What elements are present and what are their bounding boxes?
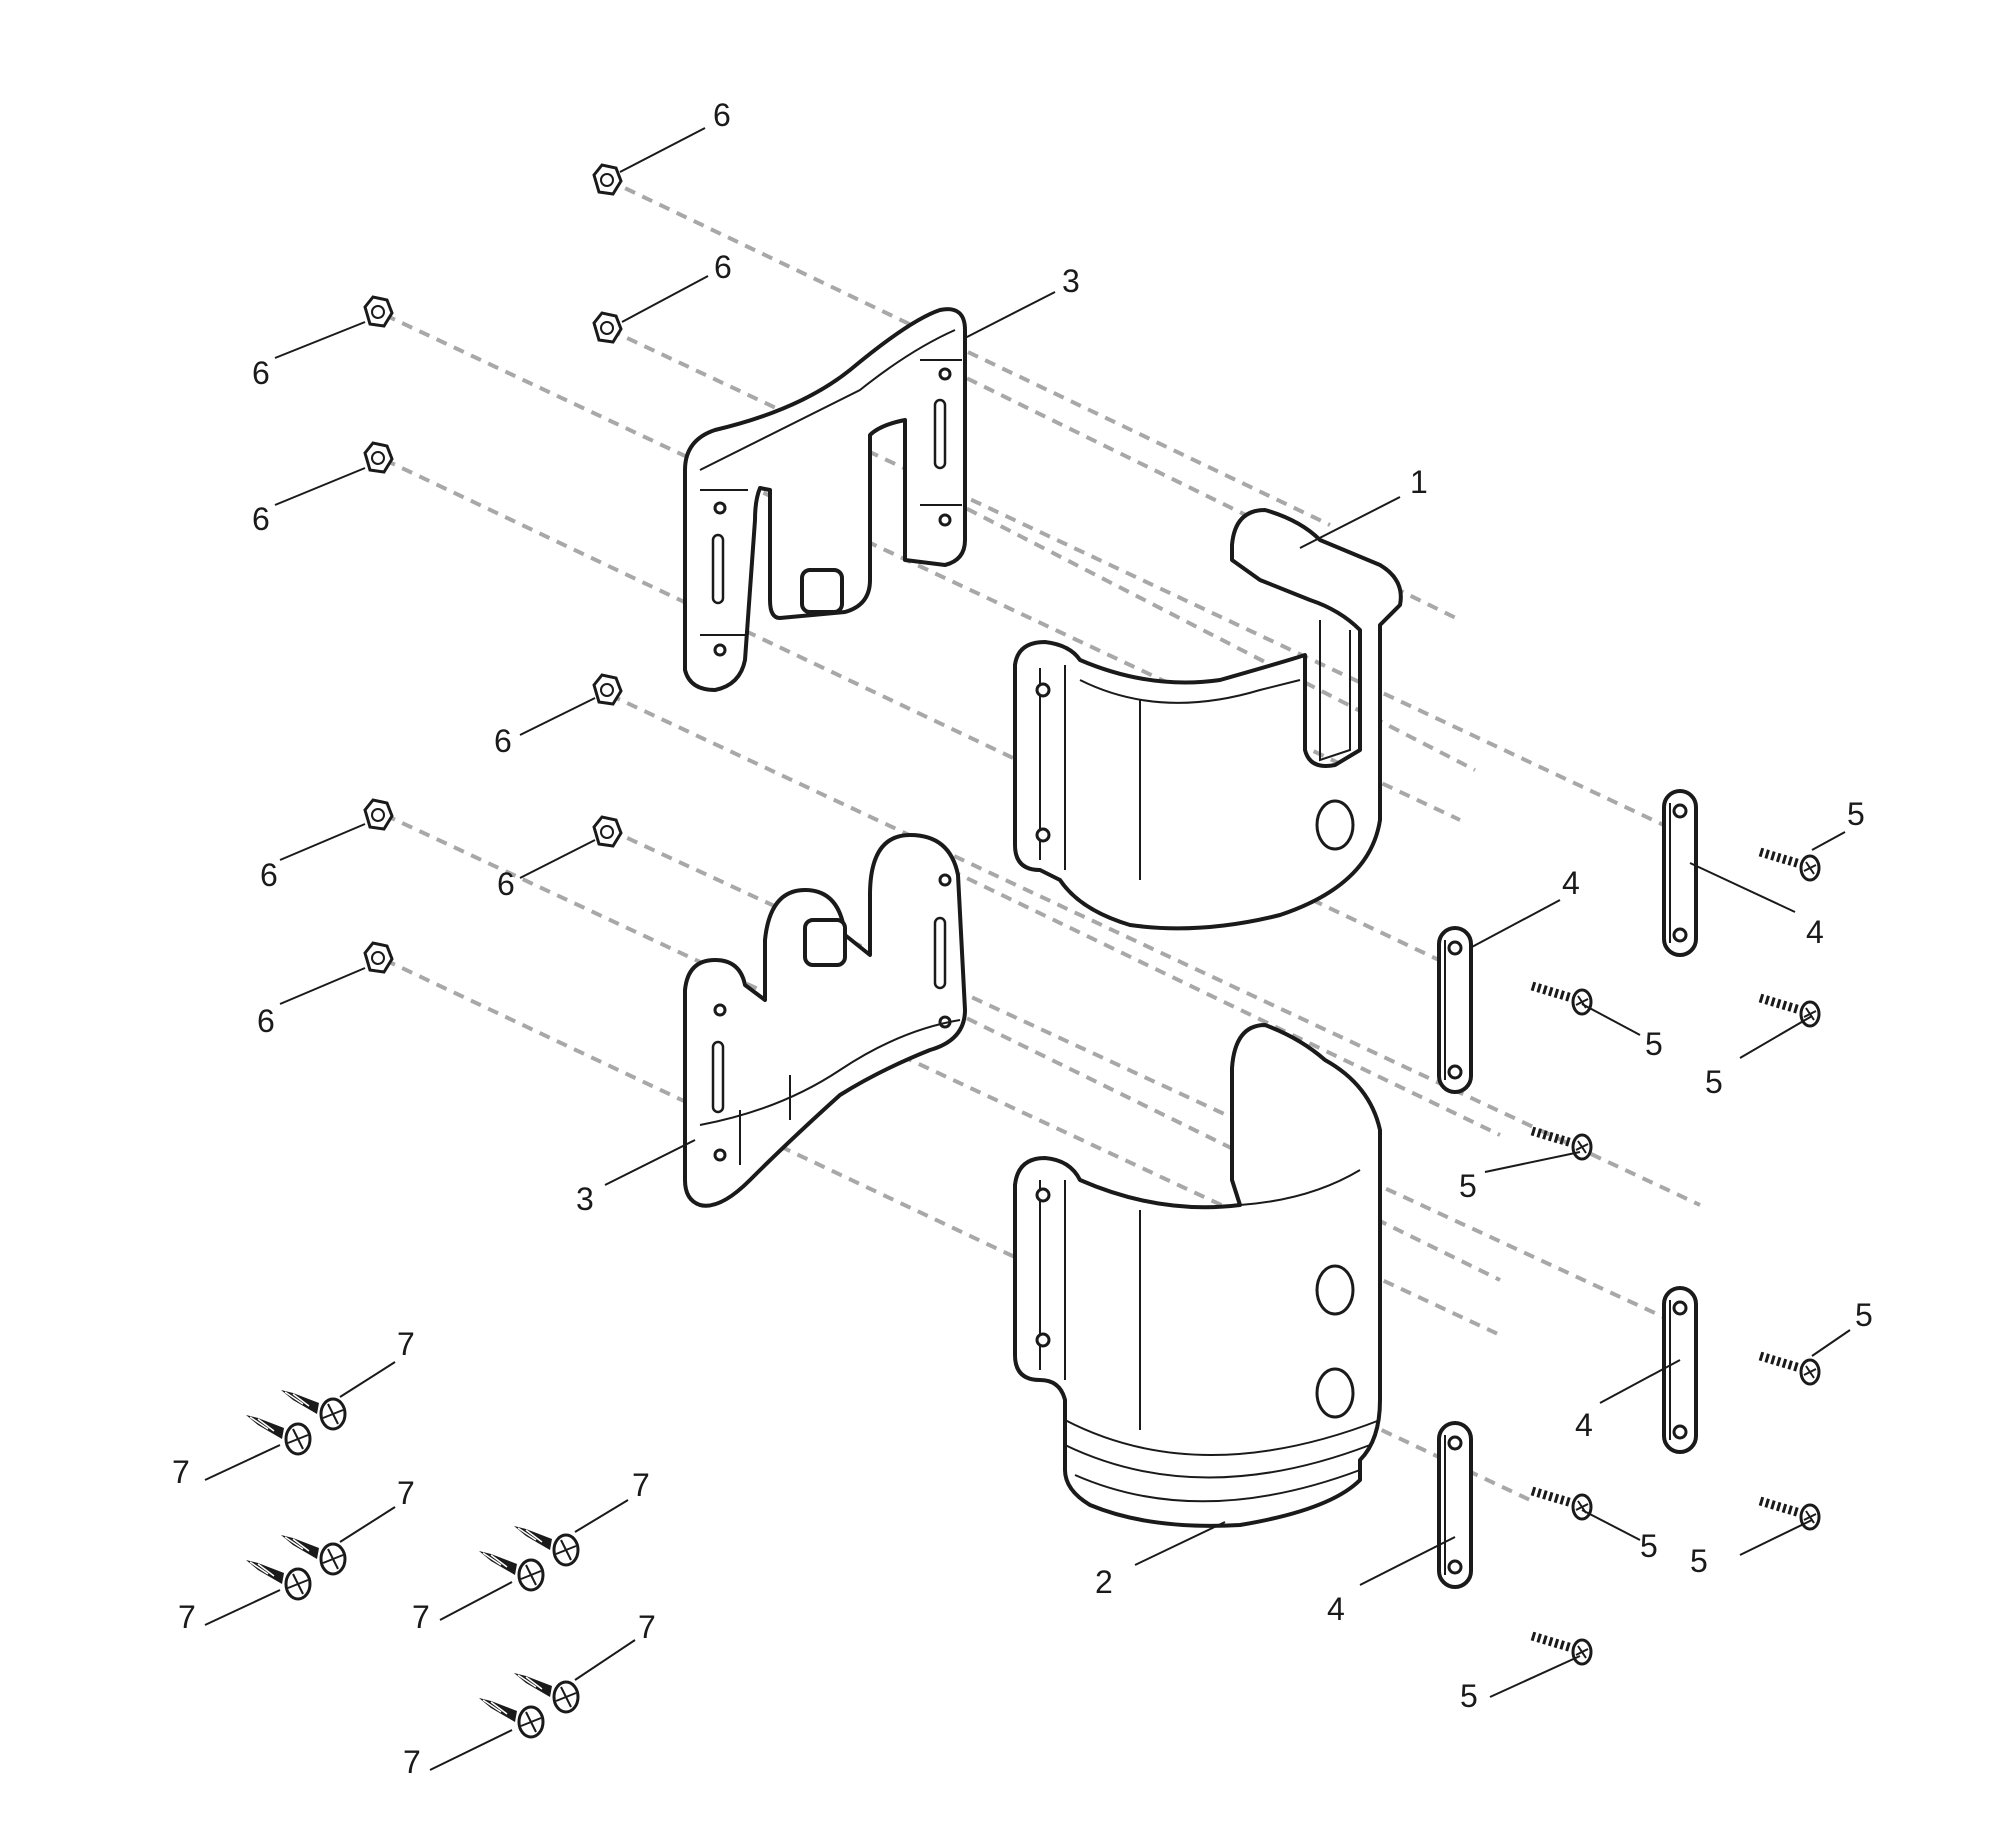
hex-nut-icon — [363, 941, 394, 974]
hex-nut-icon — [592, 815, 623, 848]
backing-strap-upper-right — [1662, 789, 1698, 957]
wood-screw-icon — [279, 1533, 347, 1576]
callout-3: 3 — [576, 1181, 594, 1217]
hex-nut-icon — [592, 311, 623, 344]
callout-6: 6 — [257, 1003, 275, 1039]
callout-6: 6 — [260, 857, 278, 893]
callout-1: 1 — [1410, 464, 1428, 500]
wood-screw-icon — [244, 1558, 312, 1601]
machine-screw-icon — [1760, 852, 1819, 880]
callout-5: 5 — [1459, 1168, 1477, 1204]
callout-6: 6 — [713, 97, 731, 133]
wood-screw-icon — [512, 1524, 580, 1567]
callout-6: 6 — [497, 866, 515, 902]
callout-5: 5 — [1705, 1064, 1723, 1100]
callout-7: 7 — [638, 1609, 656, 1645]
wood-screw-icon — [477, 1549, 545, 1592]
bracket-upper — [683, 307, 967, 692]
cup-holder-upper — [1013, 508, 1403, 931]
callout-7: 7 — [172, 1454, 190, 1490]
callout-6: 6 — [252, 355, 270, 391]
callout-5: 5 — [1690, 1543, 1708, 1579]
wood-screw-icon — [244, 1413, 312, 1456]
hex-nut-icon — [363, 798, 394, 831]
wood-screw-icon — [279, 1388, 347, 1431]
callout-4: 4 — [1327, 1591, 1345, 1627]
callout-7: 7 — [632, 1467, 650, 1503]
callout-7: 7 — [397, 1475, 415, 1511]
callout-3: 3 — [1062, 263, 1080, 299]
backing-strap-lower-mid — [1437, 1421, 1473, 1589]
callout-5: 5 — [1855, 1297, 1873, 1333]
hex-nut-icon — [592, 673, 623, 706]
cup-holder-lower — [1013, 1023, 1382, 1528]
machine-screw-icon — [1532, 986, 1591, 1014]
hex-nut-icon — [592, 163, 623, 196]
callout-2: 2 — [1095, 1564, 1113, 1600]
callout-7: 7 — [412, 1599, 430, 1635]
callout-5: 5 — [1460, 1678, 1478, 1714]
callout-4: 4 — [1575, 1407, 1593, 1443]
hex-nut-icon — [363, 441, 394, 474]
callout-7: 7 — [397, 1326, 415, 1362]
machine-screw-icon — [1760, 1501, 1819, 1529]
bracket-lower — [683, 833, 967, 1208]
machine-screw-icon — [1532, 1636, 1591, 1664]
machine-screw-icon — [1532, 1491, 1591, 1519]
callout-6: 6 — [714, 249, 732, 285]
hex-nut-icon — [363, 295, 394, 328]
wood-screw-icon — [512, 1671, 580, 1714]
machine-screw-icon — [1760, 998, 1819, 1026]
backing-strap-upper-mid — [1437, 926, 1473, 1094]
machine-screw-icon — [1760, 1356, 1819, 1384]
callout-6: 6 — [252, 501, 270, 537]
callout-7: 7 — [403, 1744, 421, 1780]
callout-7: 7 — [178, 1599, 196, 1635]
callout-labels: 6 6 6 6 6 6 6 6 1 3 3 2 4 4 4 4 5 5 5 5 … — [172, 97, 1873, 1780]
callout-4: 4 — [1806, 914, 1824, 950]
callout-5: 5 — [1640, 1528, 1658, 1564]
leader-lines — [204, 127, 1851, 1771]
machine-screw-icon — [1532, 1131, 1591, 1159]
backing-strap-lower-right — [1662, 1286, 1698, 1454]
callout-4: 4 — [1562, 865, 1580, 901]
callout-6: 6 — [494, 723, 512, 759]
callout-5: 5 — [1645, 1026, 1663, 1062]
callout-5: 5 — [1847, 796, 1865, 832]
